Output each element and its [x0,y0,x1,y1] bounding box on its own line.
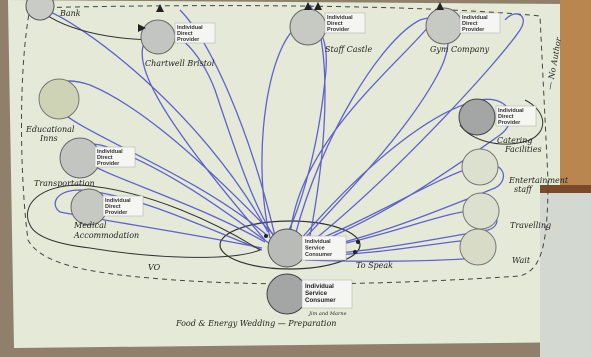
provider-circle-top-right [425,7,463,45]
label-left-1b: Inns [39,134,58,143]
card-label-provider: Individual [327,15,353,21]
label-right-4: Wait [512,256,531,265]
card-label-provider: Individual [177,25,203,31]
card-label-provider: Direct [327,21,343,27]
consumer-circle-center [267,228,307,268]
label-right-2b: staff [514,185,533,194]
label-top-left: Bank [59,9,81,18]
provider-circle-chartwell [140,19,176,55]
provider-circle-top-left [25,0,55,21]
provider-circle-right-1 [458,98,496,136]
provider-circle-right-3 [462,192,500,230]
label-vo: VO [148,263,161,272]
card-label-provider: Direct [105,204,121,210]
provider-circle-left-1 [38,78,80,120]
provider-circle-top-center [289,8,327,46]
card-label-provider: Direct [462,21,478,27]
card-label-provider: Provider [97,161,120,167]
provider-circles [25,0,500,315]
wood-frame [560,0,591,200]
photo-inset [540,190,591,357]
label-right-2: Entertainment [508,176,569,185]
label-chartwell: Chartwell Bristol [145,59,215,68]
card-label-provider: Individual [462,15,488,21]
provider-circle-left-3 [70,188,108,226]
label-top-right: Gym Company [430,45,490,54]
label-right-1b: Facilities [504,145,542,154]
card-label-provider: Individual [97,149,123,155]
card-label-provider: Individual [498,108,524,114]
card-label-bottom-consumer: Service [305,290,328,297]
card-labels: IndividualDirectProviderIndividualDirect… [97,15,524,317]
card-label-bottom-sub: Jim and Marne [308,311,347,317]
label-left-1: Educational [25,125,75,134]
label-right-3: Travelling [510,221,551,230]
label-left-2: Transportation [34,179,95,188]
card-label-provider: Provider [177,37,200,43]
card-label-bottom-consumer: Consumer [305,297,336,304]
card-label-provider: Provider [498,120,521,126]
label-left-3b: Accommodation [73,231,139,240]
card-label-provider: Direct [97,155,113,161]
card-label-bottom-consumer: Individual [305,283,334,290]
label-bottom: Food & Energy Wedding — Preparation [175,319,336,328]
card-label-center-consumer: Service [305,246,325,252]
provider-circle-right-2 [461,148,499,186]
arrow-markers [138,2,444,254]
label-top-center: Staff Castle [325,45,372,54]
card-label-provider: Provider [105,210,128,216]
consumer-circle-bottom [266,273,308,315]
card-label-provider: Individual [105,198,131,204]
consumer-ring [219,220,361,270]
provider-circle-left-2 [59,137,101,179]
card-label-provider: Direct [177,31,193,37]
card-label-provider: Provider [462,27,485,33]
dashed-boundary [21,5,549,285]
label-right-1: Catering [497,136,533,145]
card-label-provider: Provider [327,27,350,33]
card-label-center-consumer: Individual [305,239,331,245]
label-to-speak: To Speak [356,261,393,270]
provider-cards [94,12,537,309]
provider-circle-right-4 [459,228,497,266]
card-label-provider: Direct [498,114,514,120]
card-label-center-consumer: Consumer [305,252,333,258]
handwritten-labels: Bank Chartwell Bristol Staff Castle Gym … [25,9,569,328]
label-left-3: Medical [73,221,107,230]
